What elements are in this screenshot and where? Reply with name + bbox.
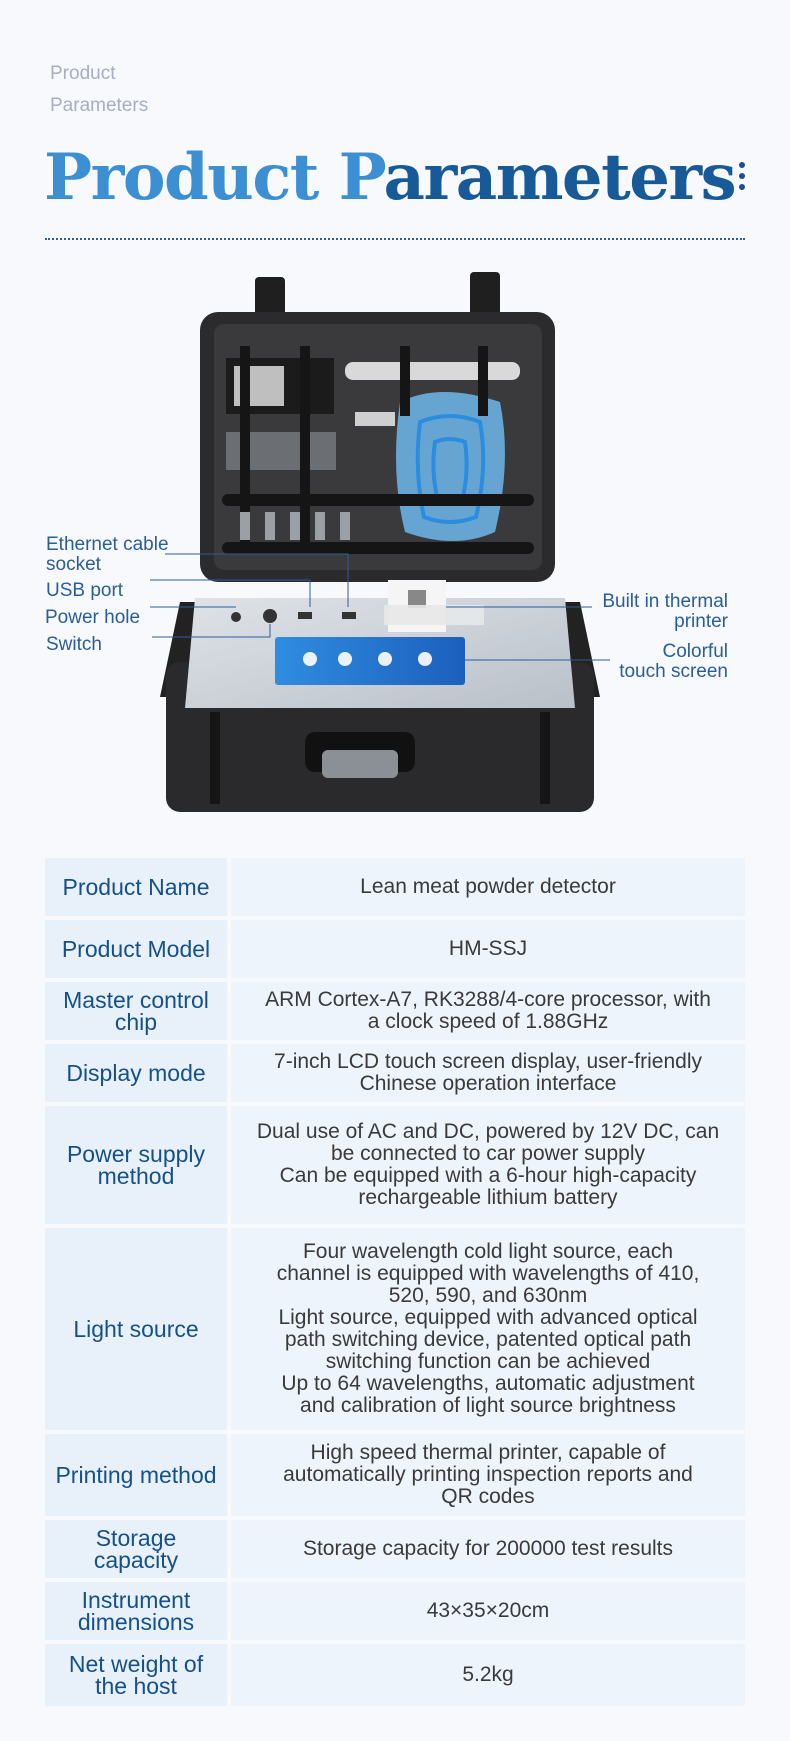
param-value-line: Dual use of AC and DC, powered by 12V DC…: [256, 1120, 720, 1143]
param-label: Light source: [45, 1228, 227, 1430]
param-label: Master control chip: [45, 982, 227, 1040]
param-label: Product Name: [45, 858, 227, 916]
param-value-line: 7-inch LCD touch screen display, user-fr…: [274, 1050, 702, 1073]
callout-thermal-printer: Built in thermal printer: [602, 592, 728, 632]
param-value-line: a clock speed of 1.88GHz: [367, 1010, 609, 1033]
table-row: Instrument dimensions 43×35×20cm: [45, 1582, 745, 1640]
param-value-line: be connected to car power supply: [330, 1142, 646, 1165]
more-vertical-icon[interactable]: [738, 162, 746, 198]
param-label: Printing method: [45, 1434, 227, 1516]
param-value-line: 5.2kg: [462, 1663, 514, 1686]
param-label: Product Model: [45, 920, 227, 978]
title-part-light: Product P: [44, 140, 385, 215]
param-value: High speed thermal printer, capable of a…: [231, 1434, 745, 1516]
param-label: Display mode: [45, 1044, 227, 1102]
param-value: 43×35×20cm: [231, 1582, 745, 1640]
callout-line: touch screen: [619, 661, 728, 682]
callout-line: Built in thermal: [602, 591, 728, 612]
callout-line: printer: [674, 611, 728, 632]
param-value-line: 520, 590, and 630nm: [388, 1284, 588, 1307]
param-value: Lean meat powder detector: [231, 858, 745, 916]
table-row: Display mode 7-inch LCD touch screen dis…: [45, 1044, 745, 1102]
param-value-line: Can be equipped with a 6-hour high-capac…: [279, 1164, 697, 1187]
param-value-line: QR codes: [441, 1485, 535, 1508]
param-value: ARM Cortex-A7, RK3288/4-core processor, …: [231, 982, 745, 1040]
param-value: Storage capacity for 200000 test results: [231, 1520, 745, 1578]
table-row: Product Model HM-SSJ: [45, 920, 745, 978]
param-value: HM-SSJ: [231, 920, 745, 978]
param-value-line: and calibration of light source brightne…: [300, 1394, 676, 1417]
callout-ethernet-socket: Ethernet cable socket: [46, 535, 169, 575]
param-value-line: Storage capacity for 200000 test results: [302, 1537, 674, 1560]
param-value: 5.2kg: [231, 1644, 745, 1706]
param-value-line: Up to 64 wavelengths, automatic adjustme…: [281, 1372, 695, 1395]
subtitle-line: Parameters: [50, 95, 149, 116]
param-value-line: 43×35×20cm: [426, 1599, 550, 1622]
divider: [45, 238, 745, 240]
param-value-line: Chinese operation interface: [359, 1072, 617, 1095]
param-value-line: Lean meat powder detector: [360, 875, 616, 898]
detector-case-illustration: [150, 272, 610, 812]
callout-line: Colorful: [662, 641, 728, 662]
param-value-line: channel is equipped with wavelengths of …: [276, 1262, 700, 1285]
param-value: Dual use of AC and DC, powered by 12V DC…: [231, 1106, 745, 1224]
callout-power-hole: Power hole: [45, 607, 141, 628]
table-row: Product Name Lean meat powder detector: [45, 858, 745, 916]
param-value-line: HM-SSJ: [448, 937, 528, 960]
parameters-table: Product Name Lean meat powder detector P…: [45, 858, 745, 1710]
callout-switch: Switch: [46, 634, 102, 655]
table-row: Net weight of the host 5.2kg: [45, 1644, 745, 1706]
callout-touch-screen: Colorful touch screen: [619, 642, 728, 682]
param-value-line: switching function can be achieved: [325, 1350, 651, 1373]
param-label: Power supply method: [45, 1106, 227, 1224]
callout-line: Ethernet cable: [46, 534, 169, 555]
table-row: Storage capacity Storage capacity for 20…: [45, 1520, 745, 1578]
param-value-line: automatically printing inspection report…: [283, 1463, 693, 1486]
title-part-dark: arameters: [383, 140, 737, 215]
page-title: Product Parameters: [44, 136, 737, 220]
table-row: Printing method High speed thermal print…: [45, 1434, 745, 1516]
table-row: Power supply method Dual use of AC and D…: [45, 1106, 745, 1224]
param-value: Four wavelength cold light source, each …: [231, 1228, 745, 1430]
table-row: Light source Four wavelength cold light …: [45, 1228, 745, 1430]
param-value-line: ARM Cortex-A7, RK3288/4-core processor, …: [265, 988, 711, 1011]
param-label: Storage capacity: [45, 1520, 227, 1578]
param-value-line: path switching device, patented optical …: [284, 1328, 692, 1351]
param-value: 7-inch LCD touch screen display, user-fr…: [231, 1044, 745, 1102]
param-value-line: High speed thermal printer, capable of: [310, 1441, 666, 1464]
table-row: Master control chip ARM Cortex-A7, RK328…: [45, 982, 745, 1040]
breadcrumb-subtitle: Product Parameters: [50, 58, 210, 122]
param-value-line: Four wavelength cold light source, each: [302, 1240, 674, 1263]
param-value-line: rechargeable lithium battery: [358, 1186, 618, 1209]
param-value-line: Light source, equipped with advanced opt…: [278, 1306, 698, 1329]
callout-usb-port: USB port: [46, 580, 124, 601]
product-image: Ethernet cable socket USB port Power hol…: [0, 262, 790, 822]
subtitle-line: Product: [50, 63, 116, 84]
param-label: Net weight of the host: [45, 1644, 227, 1706]
callout-line: socket: [46, 554, 101, 575]
param-label: Instrument dimensions: [45, 1582, 227, 1640]
